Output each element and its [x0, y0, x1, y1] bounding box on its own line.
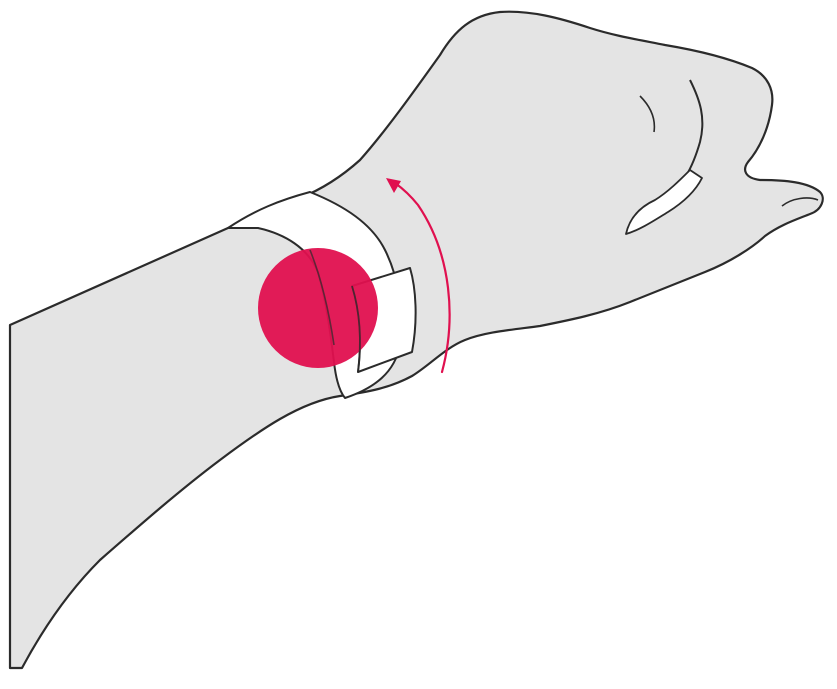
marker-dot-icon: [258, 248, 378, 368]
finger-crease-line: [685, 79, 704, 177]
rotation-arrow-head: [386, 178, 401, 193]
band-flap-edge-overlay: [351, 285, 361, 373]
forearm-hand-shape: [8, 10, 824, 670]
thumb-gap-shape: [625, 169, 703, 235]
rotation-arrow-icon: [393, 181, 451, 374]
thumb-nail: [781, 197, 819, 207]
band-edge-overlay: [309, 249, 335, 346]
finger-crease-line-2: [639, 95, 656, 133]
